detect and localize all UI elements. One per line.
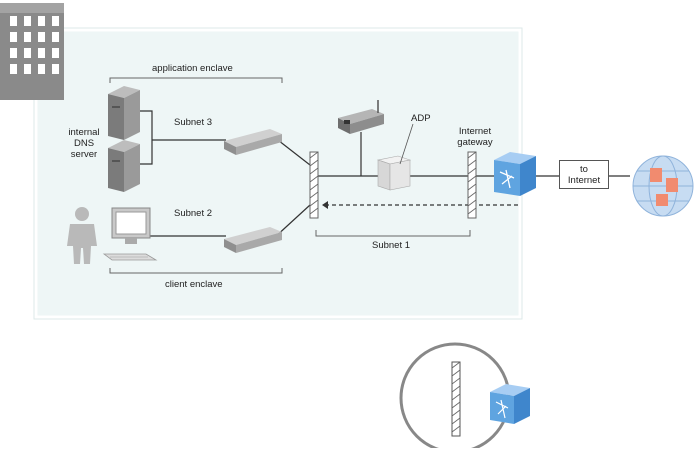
dns-line1: internal	[68, 127, 100, 138]
subnet1-label: Subnet 1	[372, 240, 411, 251]
subnet1-bracket	[315, 230, 471, 237]
application-enclave-label: application enclave	[152, 63, 233, 74]
application-enclave-bracket	[109, 77, 283, 83]
client-enclave-label: client enclave	[165, 279, 223, 290]
building-icon	[0, 3, 64, 100]
router-icon	[490, 384, 530, 424]
loop-diagram	[399, 342, 530, 453]
firewall-icon	[309, 151, 319, 219]
server-icon	[108, 140, 140, 192]
subnet2-label: Subnet 2	[174, 208, 213, 219]
globe-icon	[632, 155, 694, 217]
internet-gateway-label: Internet gateway	[450, 126, 500, 148]
wireless-router-icon	[338, 100, 384, 134]
to-internet-box: to Internet	[559, 160, 609, 189]
switch-icon	[224, 227, 282, 253]
client-enclave-bracket	[109, 268, 283, 274]
switch-icon	[224, 129, 282, 155]
adp-appliance-icon	[376, 155, 412, 191]
dns-line3: server	[70, 149, 98, 160]
dns-line2: DNS	[73, 138, 95, 149]
workstation-icon	[102, 207, 158, 261]
to-line1: to	[580, 163, 588, 175]
adp-pointer-line	[399, 123, 414, 165]
to-line2: Internet	[567, 174, 601, 186]
gateway-line2: gateway	[457, 137, 493, 148]
router-icon	[494, 152, 536, 196]
firewall-icon	[467, 151, 477, 219]
server-icon	[108, 86, 140, 140]
dns-server-label: internal DNS server	[62, 127, 106, 160]
gateway-line1: Internet	[458, 126, 492, 137]
adp-label: ADP	[411, 113, 431, 124]
subnet3-label: Subnet 3	[174, 117, 213, 128]
person-icon	[67, 207, 97, 264]
dashed-return-path	[322, 201, 518, 209]
network-enclave-area	[33, 27, 523, 320]
